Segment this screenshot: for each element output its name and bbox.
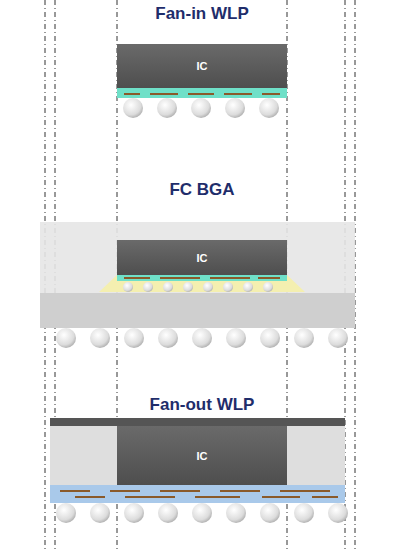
die-label: IC xyxy=(197,450,208,462)
package-title: FC BGA xyxy=(169,180,234,200)
package-title: Fan-in WLP xyxy=(155,4,248,24)
ic-die: IC xyxy=(117,240,287,275)
ic-die: IC xyxy=(117,44,287,88)
die-label: IC xyxy=(197,60,208,72)
ic-die: IC xyxy=(117,426,287,485)
die-label: IC xyxy=(197,252,208,264)
package-title: Fan-out WLP xyxy=(150,395,255,415)
